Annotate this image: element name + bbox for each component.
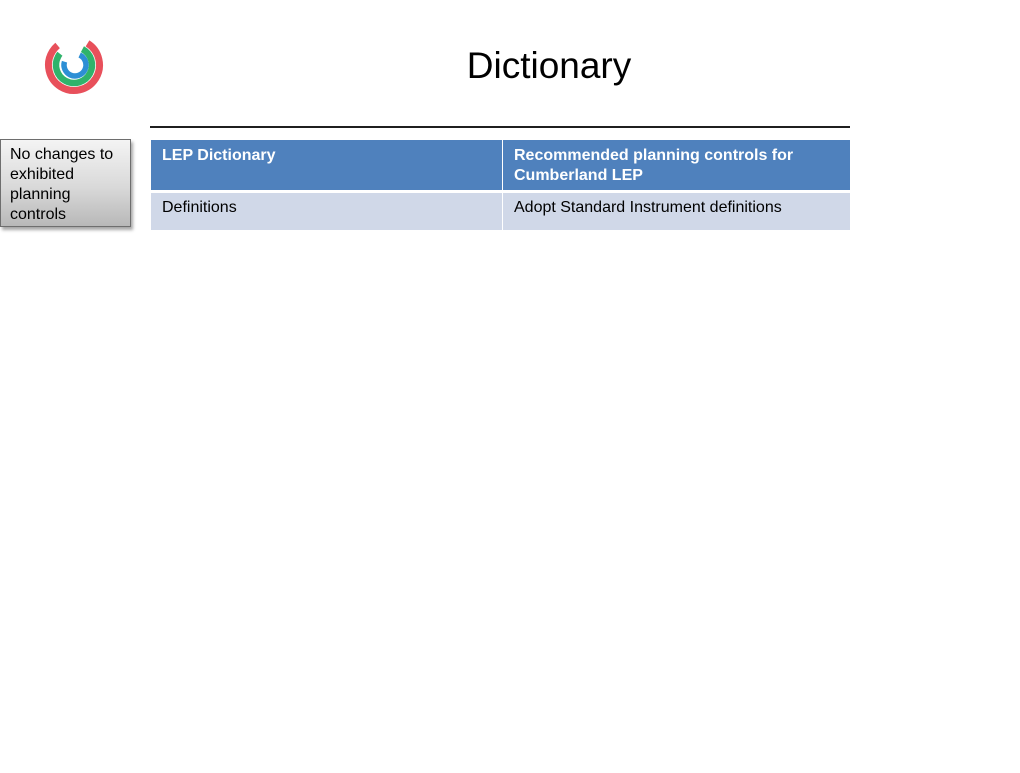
cumberland-logo-icon xyxy=(45,36,103,94)
header-line: LEP Dictionary xyxy=(162,147,276,164)
slide-title: Dictionary xyxy=(466,45,632,86)
logo-red-arc xyxy=(45,36,103,94)
note-line: controls xyxy=(10,206,67,223)
dictionary-table: LEP Dictionary Recommended planning cont… xyxy=(150,139,851,231)
note-line: planning xyxy=(10,186,71,203)
header-line: Cumberland LEP xyxy=(514,167,643,184)
title-divider xyxy=(150,126,850,128)
header-lep-dictionary: LEP Dictionary xyxy=(150,139,503,193)
table-row: Definitions Adopt Standard Instrument de… xyxy=(150,191,851,231)
table-header-row: LEP Dictionary Recommended planning cont… xyxy=(150,139,851,193)
note-callout: No changes to exhibited planning control… xyxy=(0,139,131,227)
table-cell: Adopt Standard Instrument definitions xyxy=(502,191,851,231)
header-line: Recommended planning controls for xyxy=(514,147,794,164)
table-cell: Definitions xyxy=(150,191,503,231)
logo-green-arc xyxy=(52,43,96,87)
note-line: No changes to xyxy=(10,146,114,163)
logo-blue-arc xyxy=(61,51,89,79)
header-recommended-controls: Recommended planning controls for Cumber… xyxy=(502,139,851,193)
note-line: exhibited xyxy=(10,166,75,183)
